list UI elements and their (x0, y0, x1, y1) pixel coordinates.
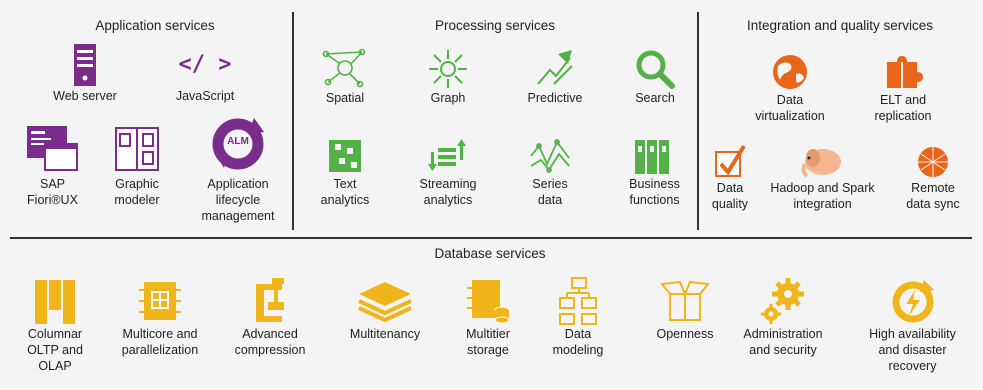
series-chart-icon (530, 139, 570, 173)
javascript-item: </ > JavaScript (155, 42, 255, 104)
predictive-ruler-icon (537, 50, 573, 85)
divider-database (10, 237, 972, 239)
spatial-network-icon (322, 48, 366, 88)
graphic-modeler-label: Graphic modeler (114, 177, 160, 207)
admin-security-label: Administration and security (743, 327, 823, 357)
data-modeling-label: Data modeling (552, 327, 604, 357)
fiori-item: SAP Fiori®UX (10, 124, 95, 208)
javascript-label: JavaScript (175, 89, 235, 103)
processing-services-title: Processing services (434, 18, 556, 33)
multicore-item: Multicore and parallelization (110, 276, 210, 358)
series-item: Series data (510, 136, 590, 208)
fiori-label: SAP Fiori®UX (27, 177, 78, 207)
hadoop-spark-item: Hadoop and Spark integration (760, 144, 885, 212)
elt-replication-label: ELT and replication (874, 93, 932, 123)
data-virtualization-label: Data virtualization (755, 93, 825, 123)
streaming-arrows-icon (428, 139, 466, 171)
remote-data-sync-label: Remote data sync (906, 181, 960, 211)
spatial-item: Spatial (305, 48, 385, 106)
data-virtualization-item: Data virtualization (745, 52, 835, 124)
search-item: Search (615, 48, 695, 106)
divider-processing-integration (697, 12, 699, 230)
fiori-windows-icon (26, 126, 78, 171)
text-analytics-icon (329, 140, 361, 172)
data-quality-item: Data quality (700, 144, 760, 212)
columnar-label: Columnar OLTP and OLAP (27, 327, 83, 373)
checkbox-icon (715, 144, 746, 177)
database-services-title: Database services (434, 246, 546, 261)
predictive-label: Predictive (527, 91, 583, 105)
multitenancy-label: Multitenancy (349, 327, 421, 341)
divider-app-processing (292, 12, 294, 230)
search-icon (636, 50, 675, 89)
data-modeling-item: Data modeling (538, 276, 618, 358)
remote-data-sync-item: Remote data sync (893, 144, 973, 212)
alm-label: Application lifecycle management (201, 177, 275, 223)
streaming-label: Streaming analytics (419, 177, 477, 207)
integration-services-title: Integration and quality services (746, 18, 934, 33)
high-availability-item: High availability and disaster recovery (855, 276, 970, 374)
openness-label: Openness (656, 327, 714, 341)
storage-chip-icon (467, 280, 510, 324)
multicore-label: Multicore and parallelization (121, 327, 199, 357)
business-books-icon (634, 140, 669, 174)
web-server-label: Web server (53, 89, 117, 103)
layers-icon (358, 282, 412, 323)
recovery-icon (892, 280, 934, 323)
network-globe-icon (918, 147, 948, 177)
graph-label: Graph (430, 91, 466, 105)
series-label: Series data (532, 177, 568, 207)
spatial-label: Spatial (325, 91, 365, 105)
text-analytics-label: Text analytics (320, 177, 370, 207)
graph-item: Graph (408, 48, 488, 106)
graphic-modeler-icon (115, 127, 159, 171)
compression-item: Advanced compression (225, 276, 315, 358)
elt-replication-item: ELT and replication (858, 52, 948, 124)
business-functions-label: Business functions (629, 177, 680, 207)
alm-item: ALM Application lifecycle management (188, 112, 288, 224)
graph-sun-icon (429, 50, 467, 88)
gears-icon (761, 278, 804, 324)
columnar-item: Columnar OLTP and OLAP (15, 276, 95, 374)
hadoop-spark-label: Hadoop and Spark integration (770, 181, 875, 211)
alm-badge: ALM (227, 136, 249, 147)
open-box-icon (660, 280, 710, 321)
business-functions-item: Business functions (612, 136, 697, 208)
streaming-item: Streaming analytics (403, 136, 493, 208)
elephant-icon (800, 149, 841, 178)
graphic-modeler-item: Graphic modeler (97, 124, 177, 208)
puzzle-icon (887, 56, 923, 88)
compression-label: Advanced compression (234, 327, 306, 357)
alm-cycle-icon (212, 118, 264, 170)
predictive-item: Predictive (510, 48, 600, 106)
openness-item: Openness (645, 276, 725, 342)
text-analytics-item: Text analytics (305, 136, 385, 208)
admin-security-item: Administration and security (728, 276, 838, 358)
multitier-item: Multitier storage (448, 276, 528, 358)
multitier-label: Multitier storage (466, 327, 510, 357)
clamp-icon (256, 278, 284, 322)
hierarchy-icon (559, 277, 597, 325)
multitenancy-item: Multitenancy (335, 276, 435, 342)
server-icon (74, 44, 96, 86)
cpu-chip-icon (139, 282, 181, 320)
code-brackets-icon: </ > (178, 52, 232, 77)
search-label: Search (635, 91, 675, 105)
data-quality-label: Data quality (711, 181, 749, 211)
web-server-item: Web server (35, 42, 135, 104)
high-availability-label: High availability and disaster recovery (869, 327, 956, 373)
columns-icon (35, 280, 75, 324)
globe-icon (773, 55, 807, 89)
application-services-title: Application services (95, 18, 215, 33)
